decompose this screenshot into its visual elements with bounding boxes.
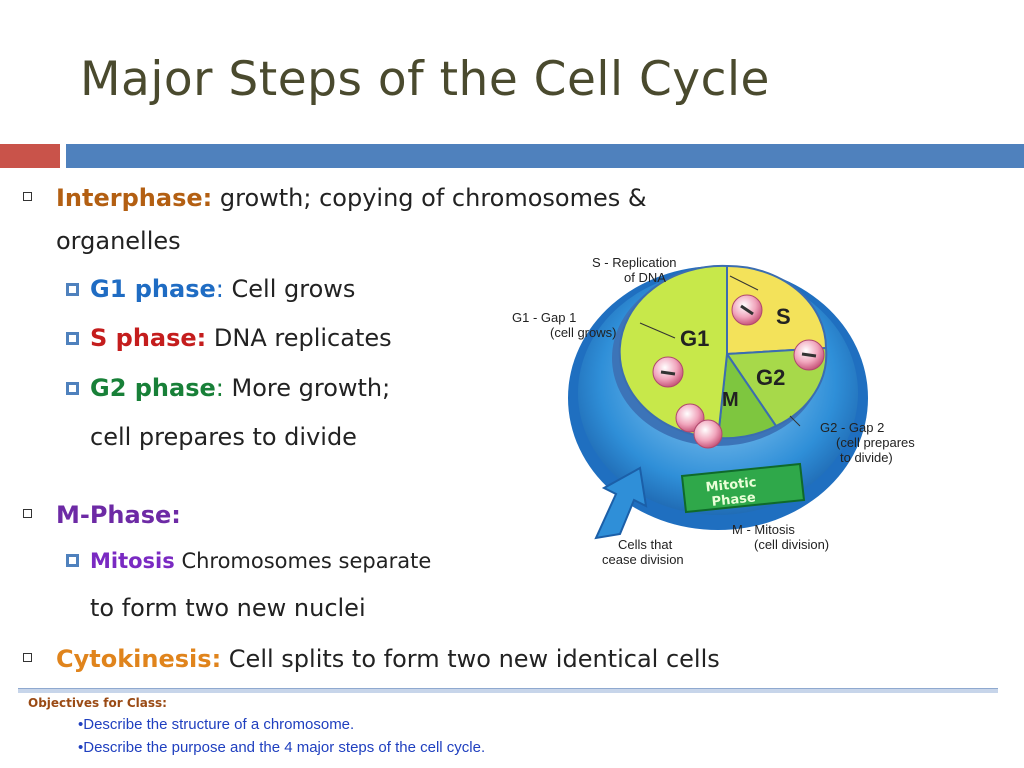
cytokinesis-heading: Cytokinesis: bbox=[56, 645, 222, 673]
cell-cycle-diagram: S G1 G2 M Interphase Mitotic Phase S - R… bbox=[512, 239, 915, 567]
chromosome-mark bbox=[660, 370, 676, 376]
mitotic-label-2: Phase bbox=[711, 490, 757, 510]
bullet-square-icon bbox=[23, 509, 32, 518]
leader-line-s bbox=[729, 275, 759, 291]
g1-colon: : bbox=[215, 275, 224, 303]
g2-text: More growth; bbox=[223, 374, 391, 402]
g2-colon: : bbox=[215, 374, 224, 402]
page-title: Major Steps of the Cell Cycle bbox=[80, 52, 770, 107]
label-g2-line2: (cell prepares bbox=[836, 435, 915, 450]
bullet-mitosis: Mitosis Chromosomes separate bbox=[66, 545, 432, 576]
bullet-filled-square-icon bbox=[66, 382, 79, 395]
cell-dividing-icon bbox=[693, 419, 723, 449]
mitotic-phase-banner bbox=[680, 462, 806, 514]
label-cease-line1: Cells that bbox=[618, 537, 673, 552]
g1-text: Cell grows bbox=[223, 275, 356, 303]
g2-text-2: cell prepares to divide bbox=[90, 423, 357, 451]
label-s-line2: of DNA bbox=[624, 270, 666, 285]
g1-heading: G1 phase bbox=[90, 275, 216, 303]
bullet-mphase: M-Phase: bbox=[23, 500, 181, 530]
bullet-s: S phase: DNA replicates bbox=[66, 323, 392, 353]
cease-division-arrow bbox=[594, 466, 648, 540]
bullet-filled-square-icon bbox=[66, 554, 79, 567]
g2-heading: G2 phase bbox=[90, 374, 216, 402]
label-cease-line2: cease division bbox=[602, 552, 684, 567]
label-g1-line2: (cell grows) bbox=[550, 325, 616, 340]
cytokinesis-text: Cell splits to form two new identical ce… bbox=[221, 645, 720, 673]
mitosis-text-2: to form two new nuclei bbox=[90, 594, 366, 622]
sector-g1 bbox=[618, 264, 728, 440]
bullet-mitosis-cont: to form two new nuclei bbox=[90, 593, 366, 623]
mitosis-heading: Mitosis bbox=[90, 549, 175, 573]
bullet-interphase-cont: organelles bbox=[56, 226, 181, 256]
label-s-line1: S - Replication bbox=[592, 255, 677, 270]
mitotic-label-1: Mitotic bbox=[705, 475, 757, 495]
objective-item-2: •Describe the purpose and the 4 major st… bbox=[78, 739, 486, 756]
bullet-g1: G1 phase: Cell grows bbox=[66, 274, 356, 304]
footer-divider bbox=[18, 688, 998, 693]
objectives-title: Objectives for Class: bbox=[28, 696, 167, 710]
bullet-filled-square-icon bbox=[66, 283, 79, 296]
bullet-interphase: Interphase: growth; copying of chromosom… bbox=[23, 183, 647, 213]
s-heading: S phase: bbox=[90, 324, 207, 352]
interphase-text: growth; copying of chromosomes & bbox=[212, 184, 647, 212]
bullet-filled-square-icon bbox=[66, 332, 79, 345]
mitosis-text: Chromosomes separate bbox=[174, 549, 432, 573]
header-accent-red bbox=[0, 144, 60, 168]
s-text: DNA replicates bbox=[206, 324, 392, 352]
leader-line-g1 bbox=[639, 322, 676, 339]
objective-item-1: •Describe the structure of a chromosome. bbox=[78, 716, 355, 733]
sector-label-g1: G1 bbox=[680, 326, 709, 351]
bullet-square-icon bbox=[23, 192, 32, 201]
leader-line-g2 bbox=[789, 415, 801, 427]
bullet-g2: G2 phase: More growth; bbox=[66, 373, 391, 403]
mphase-heading: M-Phase: bbox=[56, 501, 181, 529]
label-m-line2: (cell division) bbox=[754, 537, 829, 552]
label-g2-line1: G2 - Gap 2 bbox=[820, 420, 884, 435]
chromosome-mark bbox=[801, 352, 817, 358]
label-m-line1: M - Mitosis bbox=[732, 522, 795, 537]
interphase-heading: Interphase: bbox=[56, 184, 213, 212]
sector-label-s: S bbox=[776, 304, 791, 329]
label-g1-line1: G1 - Gap 1 bbox=[512, 310, 576, 325]
chromosome-mark bbox=[740, 304, 754, 316]
bullet-cytokinesis: Cytokinesis: Cell splits to form two new… bbox=[23, 644, 720, 674]
bullet-square-icon bbox=[23, 653, 32, 662]
label-g2-line3: to divide) bbox=[840, 450, 893, 465]
header-accent-blue bbox=[66, 144, 1024, 168]
bullet-g2-cont: cell prepares to divide bbox=[90, 422, 357, 452]
interphase-text-2: organelles bbox=[56, 227, 181, 255]
sector-label-m: M bbox=[722, 389, 739, 411]
sector-label-g2: G2 bbox=[756, 365, 785, 390]
sector-s bbox=[726, 264, 828, 356]
